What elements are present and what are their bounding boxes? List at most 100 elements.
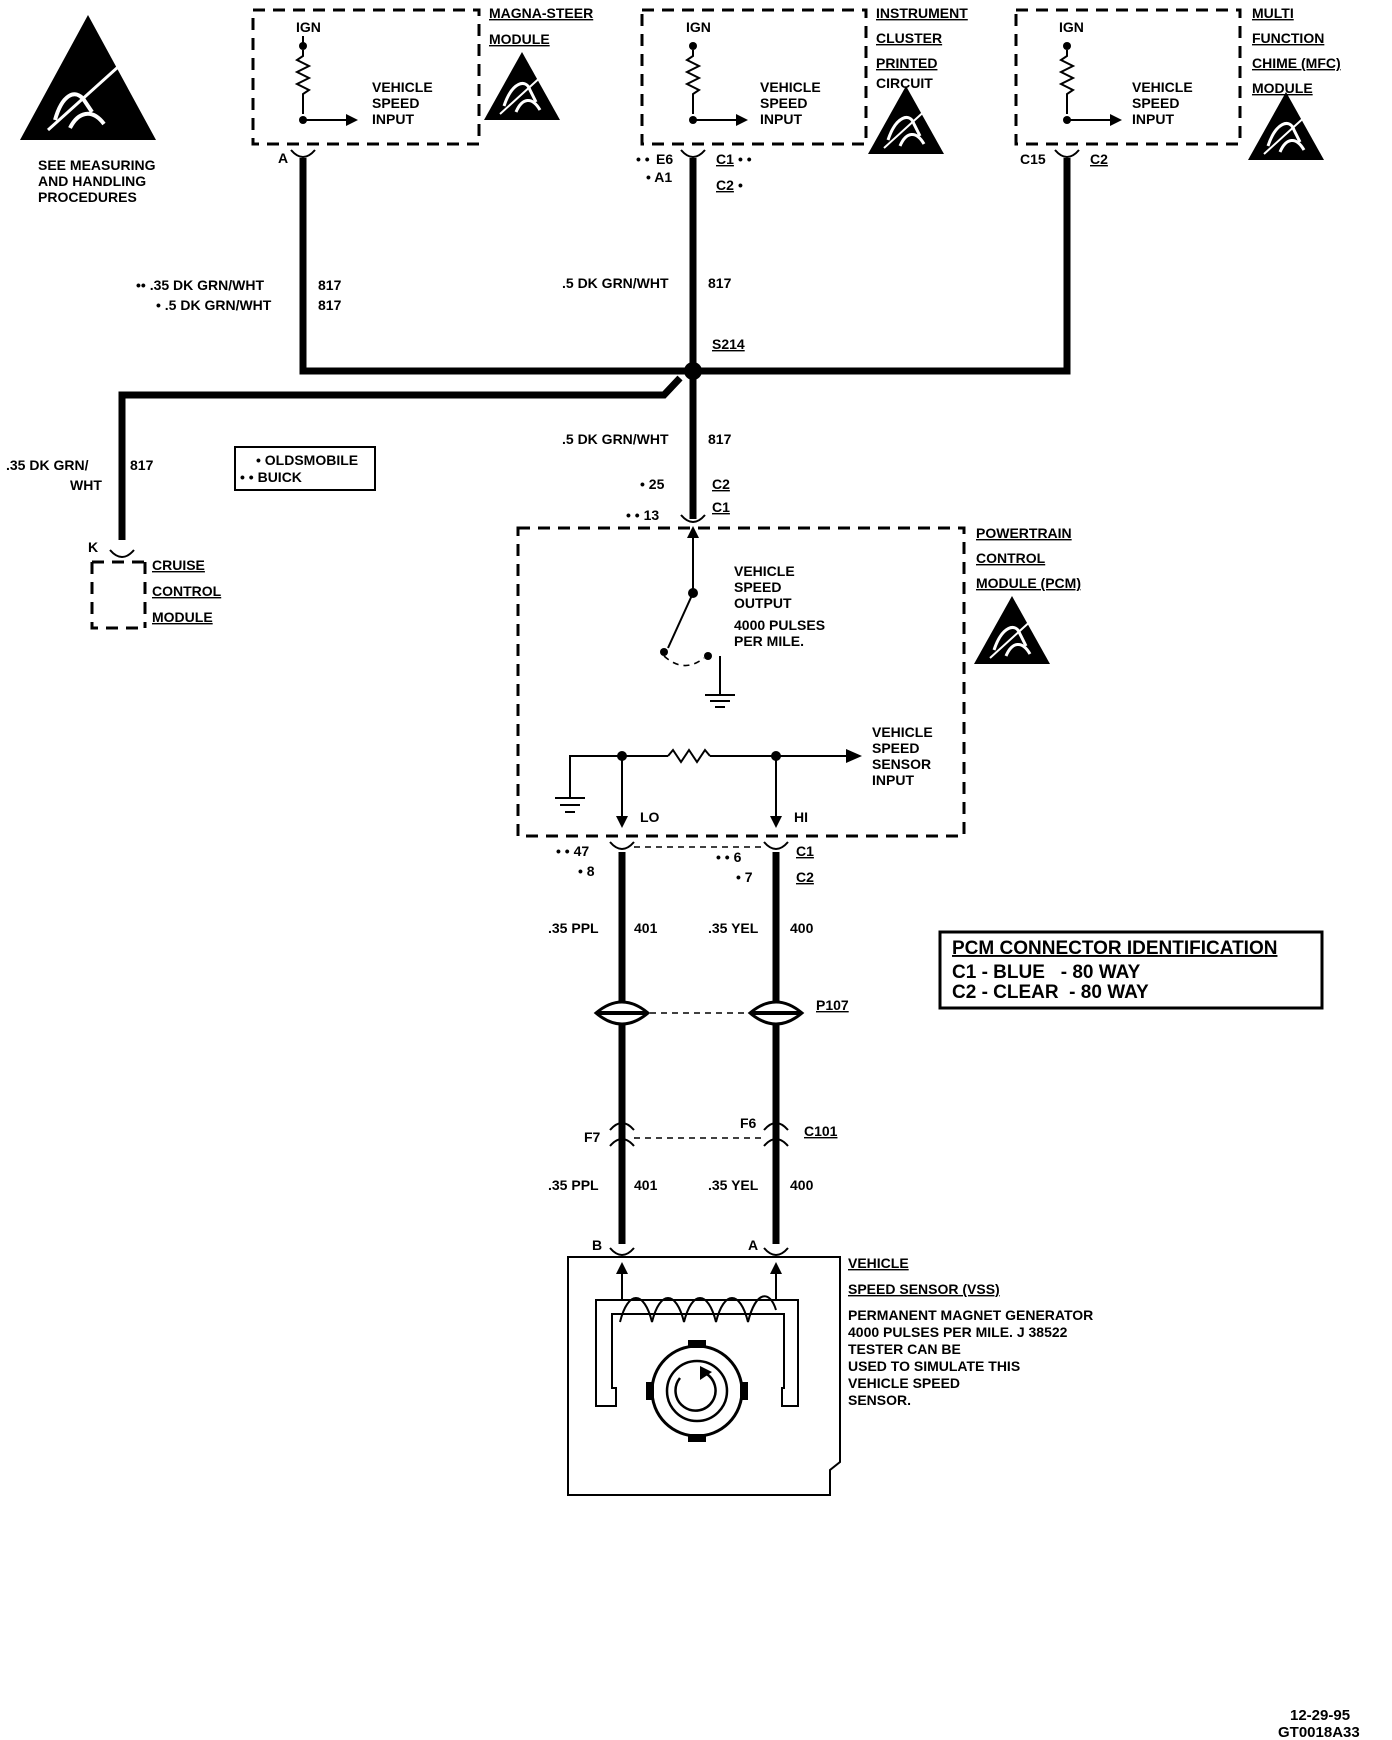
c101-label: C101 [804,1123,838,1139]
wire-cruise-label-2: WHT [70,477,102,493]
pcm-sensor-input-3: SENSOR [872,756,931,772]
multi-function-chime-module: IGN VEHICLE SPEED INPUT MULTI FUNCTION C… [1014,5,1341,167]
cluster-resistor-icon [684,50,702,114]
magna-steer-module: IGN VEHICLE SPEED INPUT MAGNA-STEER MODU… [251,5,593,166]
c101-pin-f7: F7 [584,1129,601,1145]
pcm-top-terminal [680,514,706,523]
cluster-name-1: INSTRUMENT [876,5,968,21]
pcm-resistor-icon [667,748,711,764]
pcm-lo-pin-8: • 8 [578,863,595,879]
wire-cluster-circ: 817 [708,275,732,291]
vss-pin-a: A [748,1237,758,1253]
pcm-connector-id-box: PCM CONNECTOR IDENTIFICATION C1 - BLUE -… [938,930,1324,1010]
pcm-name-1: POWERTRAIN [976,525,1072,541]
footer-code: GT0018A33 [1278,1724,1360,1740]
magna-resistor-icon [294,50,312,114]
mfc-resistor-icon [1058,50,1076,114]
vss-magnet-icon [595,1299,799,1407]
connector-p107: P107 [593,997,849,1026]
mfc-input-3: INPUT [1132,111,1174,127]
cluster-conn-c2: C2 [716,177,734,193]
mfc-conn: C2 [1090,151,1108,167]
pcm-top-pin-25: • 25 [640,476,665,492]
magna-input-2: SPEED [372,95,419,111]
c101-pin-f6: F6 [740,1115,757,1131]
cruise-control-module: K CRUISE CONTROL MODULE [88,539,222,630]
pcm-id-row2: C2 - CLEAR - 80 WAY [952,982,1149,1003]
magna-input-3: INPUT [372,111,414,127]
mfc-terminal [1054,149,1080,158]
wire-cluster-label: .5 DK GRN/WHT [562,275,669,291]
pcm-sensor-input-2: SPEED [872,740,919,756]
instrument-cluster: IGN VEHICLE SPEED INPUT INSTRUMENT CLUST… [636,5,968,193]
vss-reluctor-icon [650,1344,744,1438]
pcm-sensor-input-4: INPUT [872,772,914,788]
cluster-ign-label: IGN [686,19,711,35]
esd-note-3: PROCEDURES [38,189,137,205]
wire-hi-upper-label: .35 YEL [708,920,759,936]
legend-buick: • • BUICK [240,469,302,485]
vss-desc-3: TESTER CAN BE [848,1341,961,1357]
vss-desc-6: SENSOR. [848,1392,911,1408]
wire-magna-label-2: • .5 DK GRN/WHT [156,297,272,313]
cluster-pin-mark: • • [636,151,650,167]
cluster-conn-c2-mark: • [738,177,743,193]
cluster-terminal [680,149,706,158]
cruise-name-3: MODULE [152,609,213,625]
magna-name-2: MODULE [489,31,550,47]
connector-c101: F7 F6 C101 [584,1115,838,1147]
magna-ign-label: IGN [296,19,321,35]
wire-magna-label-1: •• .35 DK GRN/WHT [136,277,264,293]
mfc-name-4: MODULE [1252,80,1313,96]
wire-817-cruise [118,375,683,540]
cruise-name-1: CRUISE [152,557,205,573]
vss-desc-5: VEHICLE SPEED [848,1375,960,1391]
mfc-esd-icon [1246,90,1326,162]
pcm-id-title: PCM CONNECTOR IDENTIFICATION [952,938,1277,959]
wire-pcm-top-circ: 817 [708,431,732,447]
splice-label: S214 [712,336,745,352]
magna-name-1: MAGNA-STEER [489,5,593,21]
pcm-switch-icon [667,592,694,649]
pcm-output-5: PER MILE. [734,633,804,649]
vss-desc-1: PERMANENT MAGNET GENERATOR [848,1307,1093,1323]
cluster-conn-c1-mark: • • [738,151,752,167]
powertrain-control-module: VEHICLE SPEED OUTPUT 4000 PULSES PER MIL… [516,525,1081,838]
wire-hi-upper-circ: 400 [790,920,814,936]
mfc-ign-label: IGN [1059,19,1084,35]
wire-cruise-label-1: .35 DK GRN/ [6,457,89,473]
wire-pcm-top-label: .5 DK GRN/WHT [562,431,669,447]
wire-lo-upper-circ: 401 [634,920,658,936]
pcm-hi-conn-c2: C2 [796,869,814,885]
pcm-top-pin-13: • • 13 [626,507,659,523]
vss-desc-2: 4000 PULSES PER MILE. J 38522 [848,1324,1068,1340]
pcm-output-4: 4000 PULSES [734,617,825,633]
mfc-name-2: FUNCTION [1252,30,1324,46]
wire-817-top-bus [299,158,1071,375]
pcm-top-conn-c1: C1 [712,499,730,515]
legend-olds: • OLDSMOBILE [256,452,358,468]
wire-magna-circ-2: 817 [318,297,342,313]
vss-name-1: VEHICLE [848,1255,909,1271]
pcm-hi-pin-6: • • 6 [716,849,742,865]
vss-name-2: SPEED SENSOR (VSS) [848,1281,1000,1297]
cluster-pin-a1: • A1 [646,169,672,185]
vss-rotation-icon [674,1371,717,1412]
pcm-name-2: CONTROL [976,550,1046,566]
wire-lo-upper-label: .35 PPL [548,920,599,936]
vss-pin-b: B [592,1237,602,1253]
pcm-esd-icon [972,594,1052,666]
splice-s214 [684,362,702,380]
magna-terminal [290,149,316,158]
vehicle-speed-sensor: B A VEHICLE SPEED SENSOR (VSS) PERMANENT… [567,1237,1093,1496]
mfc-input-1: VEHICLE [1132,79,1193,95]
wire-hi-lower-label: .35 YEL [708,1177,759,1193]
cluster-pin-e6: E6 [656,151,673,167]
pcm-lo-terminal [609,841,635,850]
pcm-top-conn-c2: C2 [712,476,730,492]
vss-desc-4: USED TO SIMULATE THIS [848,1358,1020,1374]
pcm-hi-pin-7: • 7 [736,869,753,885]
wire-hi-lower-circ: 400 [790,1177,814,1193]
pcm-output-2: SPEED [734,579,781,595]
mfc-pin: C15 [1020,151,1046,167]
